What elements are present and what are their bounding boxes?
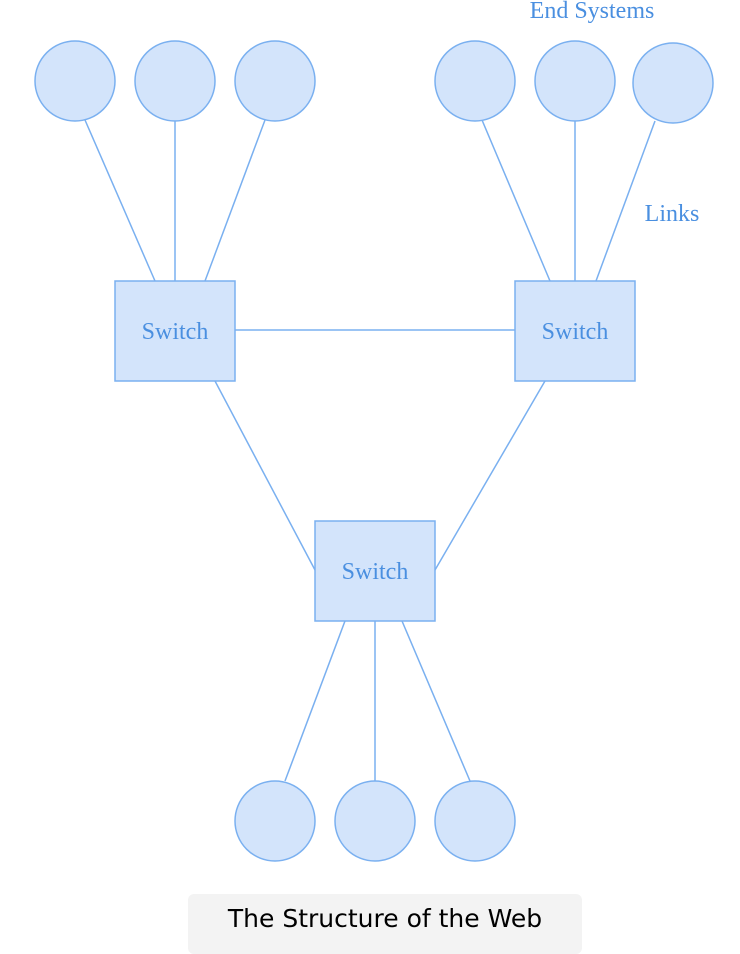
switch-left-label: Switch (142, 319, 209, 345)
network-diagram: Switch Switch Switch End Systems Links (34, 0, 714, 862)
link-right-bottom-switch (434, 380, 546, 571)
end-system-node (334, 780, 416, 862)
end-system-node (632, 42, 714, 124)
links-label: Links (645, 201, 700, 227)
caption-box: The Structure of the Web (188, 894, 582, 954)
switch-right-label: Switch (542, 319, 609, 345)
caption-text: The Structure of the Web (227, 904, 543, 933)
end-system-node (234, 780, 316, 862)
end-system-node (534, 40, 616, 122)
end-system-node (234, 40, 316, 122)
link-left-bottom-switch (214, 380, 316, 571)
end-system-node (134, 40, 216, 122)
link-end-system-1-left-switch (84, 119, 156, 282)
link-end-system-4-right-switch (481, 119, 551, 282)
switch-bottom-label: Switch (342, 559, 409, 585)
link-bottom-switch-end-system-9 (401, 620, 471, 782)
link-bottom-switch-end-system-7 (284, 620, 346, 782)
switch-left-box (114, 280, 236, 382)
end-system-node (434, 780, 516, 862)
end-systems-label: End Systems (530, 0, 655, 24)
link-end-system-6-right-switch (595, 120, 656, 282)
switch-right-box (514, 280, 636, 382)
end-system-node (434, 40, 516, 122)
link-end-system-3-left-switch (204, 119, 266, 282)
end-system-node (34, 40, 116, 122)
switch-bottom-box (314, 520, 436, 622)
